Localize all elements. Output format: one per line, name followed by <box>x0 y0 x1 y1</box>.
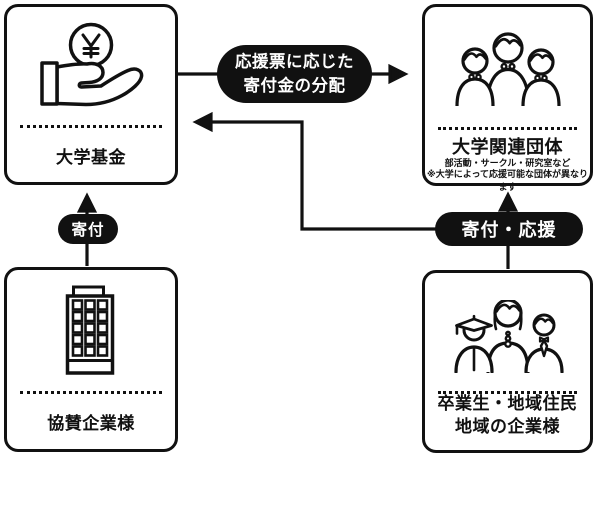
box-sponsor-companies: 協賛企業様 <box>4 267 178 452</box>
divider-dotted <box>20 125 162 128</box>
university-groups-note2: ※大学によって応援可能な団体が異なります <box>426 170 589 193</box>
pill-donation-support-label: 寄付・応援 <box>461 220 557 241</box>
graduate-resident-businessman-icon <box>454 300 564 373</box>
university-fund-label: 大学基金 <box>56 148 126 168</box>
pill-donation: 寄付 <box>58 214 118 244</box>
divider-dotted <box>438 391 577 394</box>
box-university-fund: 大学基金 <box>4 4 178 185</box>
hand-coin-icon <box>40 22 144 107</box>
pill-distribution: 応援票に応じた 寄付金の分配 <box>217 45 372 103</box>
university-groups-label: 大学関連団体 <box>452 137 563 158</box>
box-supporters: 卒業生・地域住民 地域の企業様 <box>422 270 593 453</box>
three-students-icon <box>455 32 561 106</box>
pill-distribution-line2: 寄付金の分配 <box>243 76 346 95</box>
box-university-groups: 大学関連団体 部活動・サークル・研究室など ※大学によって応援可能な団体が異なり… <box>422 4 593 193</box>
supporters-label-line1: 卒業生・地域住民 <box>437 394 578 414</box>
divider-dotted <box>438 127 577 130</box>
sponsor-companies-label: 協賛企業様 <box>47 414 135 434</box>
pill-donation-label: 寄付 <box>71 221 105 239</box>
supporters-label-line2: 地域の企業様 <box>455 417 560 437</box>
office-building-icon <box>65 285 115 375</box>
arrow-return-to-fund <box>192 111 436 231</box>
pill-distribution-line1: 応援票に応じた <box>235 52 354 71</box>
divider-dotted <box>20 391 162 394</box>
pill-donation-support: 寄付・応援 <box>435 212 583 246</box>
university-groups-note1: 部活動・サークル・研究室など <box>444 159 571 169</box>
supporters-label: 卒業生・地域住民 地域の企業様 <box>425 393 590 439</box>
